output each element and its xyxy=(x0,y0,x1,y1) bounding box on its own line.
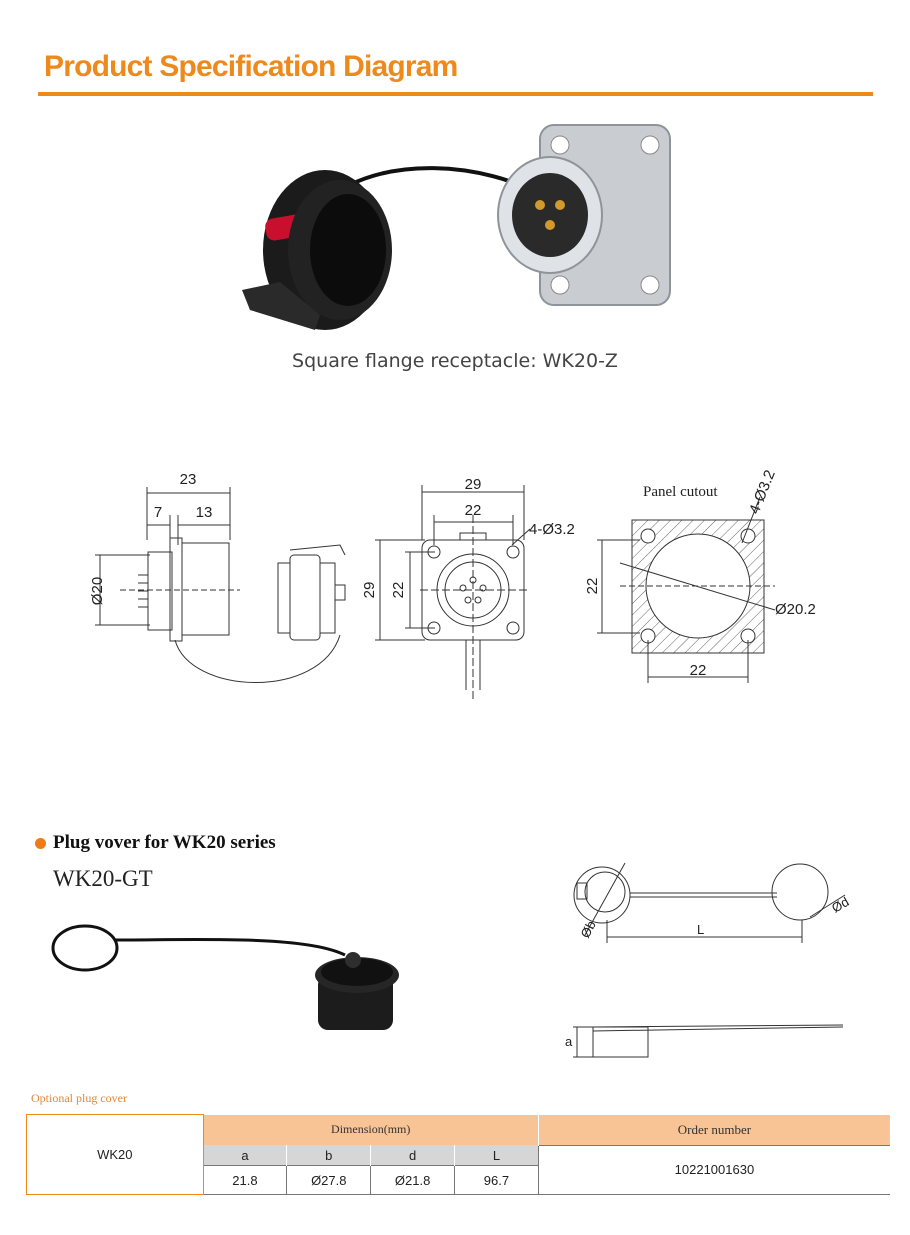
dim-cutout-holes: 4-Ø3.2 xyxy=(746,468,779,517)
dim-cover-L: L xyxy=(697,922,704,937)
order-number: 10221001630 xyxy=(537,1144,890,1195)
val-b: Ø27.8 xyxy=(286,1165,372,1195)
val-a: 21.8 xyxy=(203,1165,288,1195)
receptacle-icon xyxy=(497,124,671,306)
spec-table: WK20 Dimension(mm) Order number a b d L … xyxy=(26,1114,890,1195)
cover-model: WK20-GT xyxy=(53,866,153,891)
cover-ring-icon xyxy=(51,924,119,972)
dim-left: 7 xyxy=(154,504,162,521)
dimension-header: Dimension(mm) xyxy=(203,1114,539,1145)
dim-cover-d: Ød xyxy=(829,894,852,916)
col-L: L xyxy=(454,1145,539,1166)
dim-cutout-height: 22 xyxy=(584,578,601,595)
dim-cutout-width: 22 xyxy=(690,662,707,679)
col-b: b xyxy=(286,1145,372,1166)
dim-cover-a: a xyxy=(565,1034,573,1049)
product-caption: Square flange receptacle: WK20-Z xyxy=(292,350,618,372)
page-title: Product Specification Diagram xyxy=(44,50,458,83)
dim-overall: 23 xyxy=(180,471,197,488)
dim-right: 13 xyxy=(196,504,213,521)
title-rule xyxy=(38,92,873,96)
dim-cutout-dia: Ø20.2 xyxy=(775,601,816,618)
dust-cap-icon xyxy=(242,170,392,330)
cover-photo xyxy=(51,924,399,1030)
product-photo xyxy=(242,124,671,330)
cover-drawing: Øb Ød L a xyxy=(565,862,852,1058)
val-L: 96.7 xyxy=(454,1165,539,1195)
col-a: a xyxy=(203,1145,288,1166)
dim-front-holes: 4-Ø3.2 xyxy=(529,521,575,538)
dim-front-inner-height: 22 xyxy=(390,582,407,599)
dim-front-outer-height: 29 xyxy=(361,582,378,599)
dim-cover-b: Øb xyxy=(577,918,598,940)
cover-cap-icon xyxy=(315,952,399,1030)
order-header: Order number xyxy=(537,1114,890,1145)
front-view xyxy=(375,485,531,700)
table-caption: Optional plug cover xyxy=(31,1091,127,1105)
dim-front-inner-width: 22 xyxy=(465,502,482,519)
dim-side-dia: Ø20 xyxy=(89,577,106,605)
side-view xyxy=(95,487,346,683)
cover-lanyard-icon xyxy=(114,937,346,957)
dim-front-outer-width: 29 xyxy=(465,476,482,493)
table-model: WK20 xyxy=(26,1114,204,1195)
cutout-label: Panel cutout xyxy=(643,484,718,500)
technical-drawing: 23 7 13 Ø20 29 xyxy=(89,468,816,700)
bullet-icon xyxy=(35,838,46,849)
cover-heading: Plug vover for WK20 series xyxy=(53,832,276,853)
panel-cutout xyxy=(597,496,776,683)
val-d: Ø21.8 xyxy=(370,1165,456,1195)
col-d: d xyxy=(370,1145,456,1166)
